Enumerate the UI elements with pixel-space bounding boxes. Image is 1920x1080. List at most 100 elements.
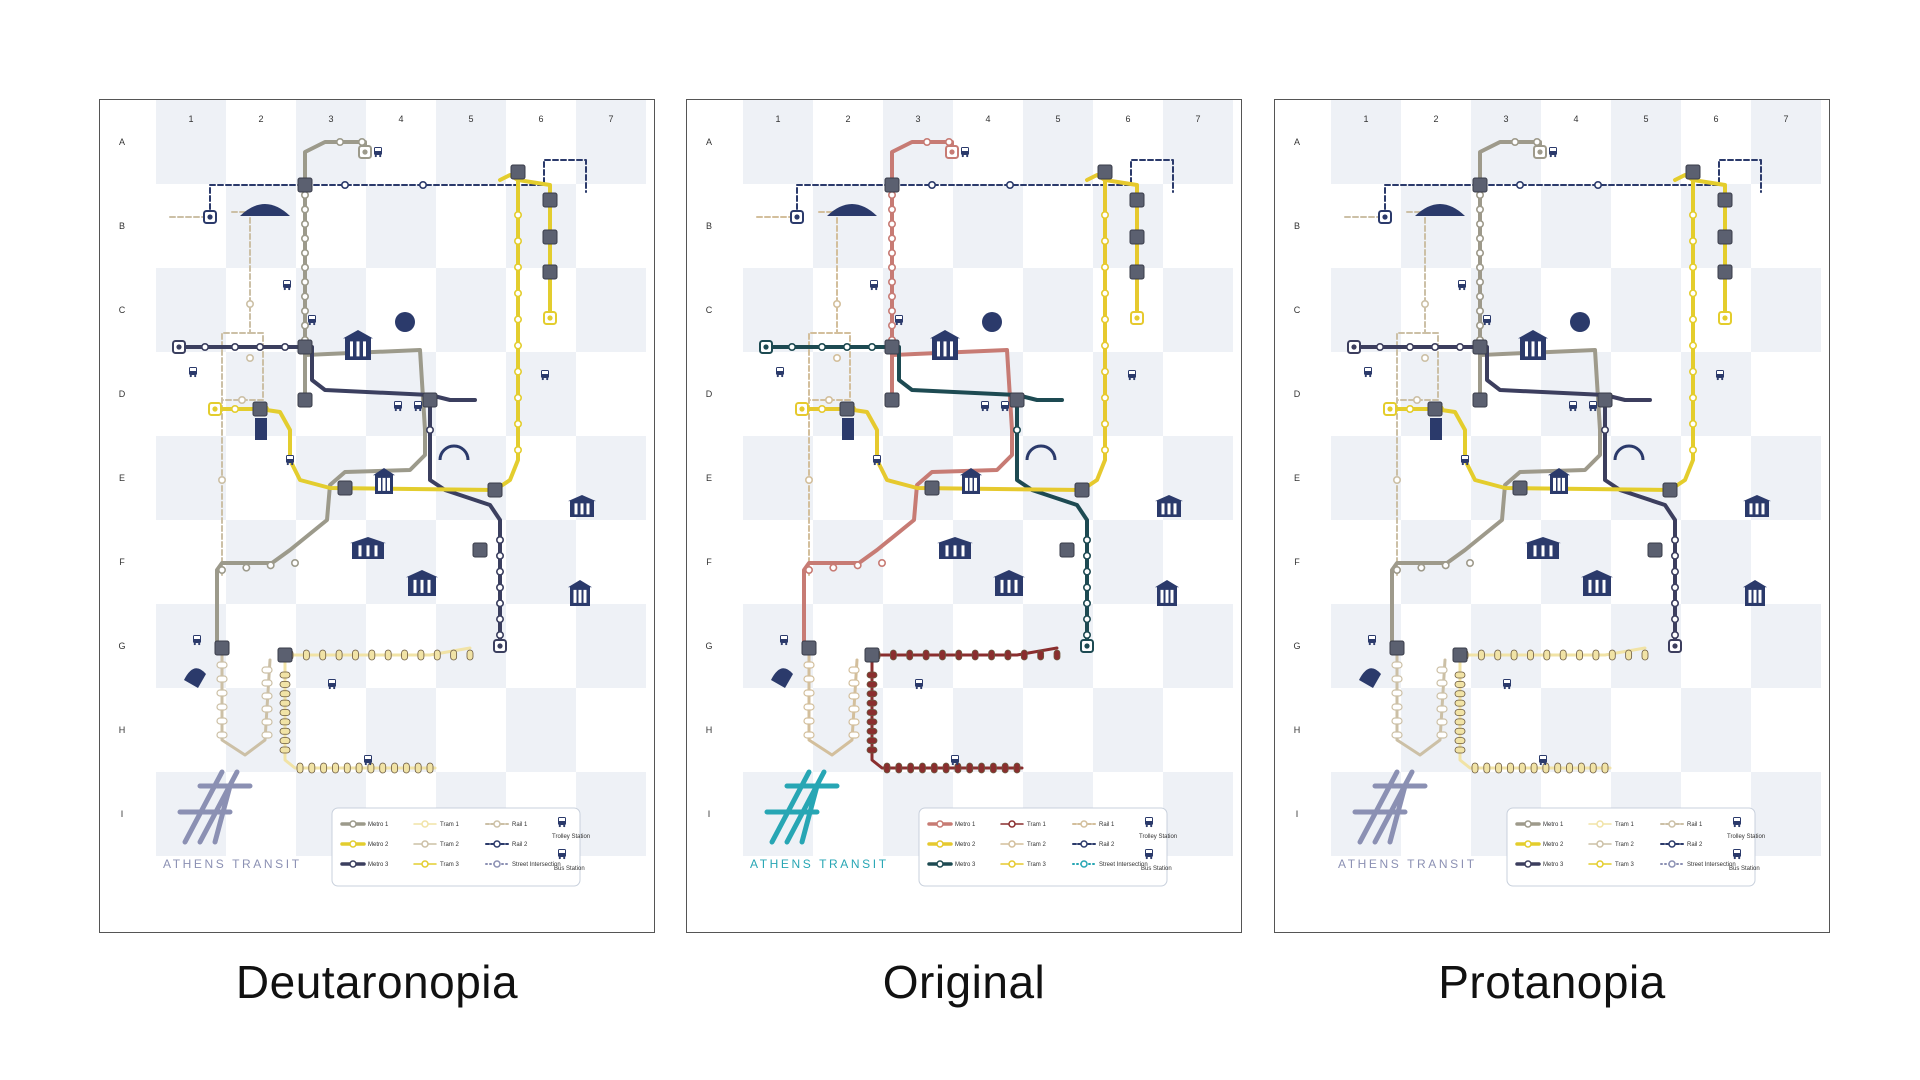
rail1-legend-label: Rail 1	[512, 822, 528, 828]
rail1-station	[1421, 300, 1430, 309]
trolley-legend-icon	[1733, 817, 1741, 828]
tram1-line	[283, 646, 472, 657]
tram1-stop	[866, 727, 878, 735]
tram1-stop	[1559, 649, 1567, 661]
church-icon	[1548, 468, 1570, 494]
bus-wheel	[399, 408, 402, 412]
tram1-stop	[1510, 649, 1518, 661]
row-header: D	[1294, 389, 1301, 399]
metro1-station	[301, 321, 310, 330]
metro1-legend-label: Metro 1	[1543, 822, 1564, 828]
metro3-station	[1082, 583, 1091, 592]
tram1-stop	[319, 649, 327, 661]
tram1-stop	[889, 649, 897, 661]
bus-window	[190, 368, 196, 371]
bus-window	[1369, 636, 1375, 639]
bus-window	[1146, 818, 1152, 821]
tram2-swatch-dot	[1008, 840, 1016, 848]
landmark-column	[1160, 589, 1164, 603]
tram1-stop	[1454, 727, 1466, 735]
grid-cell	[296, 604, 366, 688]
bus-wheel	[1461, 462, 1464, 466]
bus-station-icon	[414, 401, 422, 412]
tram1-stop	[368, 649, 376, 661]
landmark-roof	[350, 537, 386, 544]
column-header: 1	[1363, 114, 1368, 124]
tram1-stop	[1037, 649, 1045, 661]
bus-station-icon	[1503, 679, 1511, 690]
metro3-station	[868, 343, 877, 352]
metro2-station	[1688, 341, 1697, 350]
rail1-station	[246, 300, 255, 309]
metro3-station	[843, 343, 852, 352]
tram1-stop	[978, 762, 985, 774]
landmark-roof	[993, 570, 1025, 578]
landmark-roof	[1743, 580, 1767, 588]
metro1-legend-label: Metro 1	[368, 822, 389, 828]
rail2-line	[209, 159, 587, 218]
tram1-stop	[866, 709, 878, 716]
bus-wheel	[1569, 408, 1572, 412]
metro3-legend-label: Metro 3	[1543, 862, 1564, 868]
metro3-station	[1670, 567, 1679, 576]
bus-wheel	[1463, 287, 1466, 291]
tram1-legend-label: Tram 1	[1027, 822, 1046, 828]
grid-cell	[436, 436, 506, 520]
metro1-swatch-dot	[936, 820, 944, 828]
bus-wheel	[313, 322, 316, 326]
interchange-station	[1129, 192, 1145, 208]
tram3-stop	[216, 661, 228, 669]
landmark-roof	[960, 468, 982, 476]
grid-cell	[1751, 100, 1821, 184]
tram1-stop	[866, 690, 878, 698]
interchange-station	[1472, 392, 1488, 408]
tram1-stop	[414, 762, 422, 774]
tram1-stop	[1483, 762, 1491, 774]
column-header: 3	[1503, 114, 1508, 124]
tram1-stop	[279, 671, 291, 679]
grid-cell	[1751, 772, 1821, 856]
landmark-roof	[1155, 580, 1179, 588]
bus-wheel	[966, 154, 969, 158]
tram3-stop	[848, 666, 860, 674]
interchange-station	[924, 480, 940, 496]
tram1-stop	[954, 762, 962, 774]
tram3-stop	[1391, 689, 1403, 697]
rail1-station	[825, 395, 834, 404]
grid-cell	[1093, 688, 1163, 772]
grid-cell	[1541, 184, 1611, 268]
bus-station-icon	[981, 401, 989, 412]
interchange-station	[1009, 392, 1025, 408]
market-icon	[568, 495, 596, 517]
metro3-swatch-dot	[349, 860, 357, 868]
landmark-roof	[1155, 495, 1183, 502]
row-header: I	[1296, 809, 1299, 819]
grid-cell	[1471, 604, 1541, 688]
landmark-column	[1755, 503, 1759, 515]
metro2-station	[1100, 393, 1109, 402]
tram1-stop	[866, 737, 878, 745]
caption-protanopia: Protanopia	[1438, 956, 1666, 1008]
metro2-station	[1688, 445, 1697, 454]
metro3-legend-label: Metro 3	[955, 862, 976, 868]
bus-wheel	[920, 686, 923, 690]
parthenon-icon	[1518, 330, 1548, 360]
tram1-stop	[279, 718, 291, 726]
tram3-swatch-dot	[1008, 860, 1016, 868]
bus-wheel	[328, 686, 331, 690]
metro1-line	[802, 348, 1014, 647]
tram1-stop	[279, 699, 291, 707]
landmark-column	[969, 477, 973, 491]
metro3-station	[818, 343, 827, 352]
interchange-station	[214, 640, 230, 656]
tram1-stop	[279, 680, 291, 688]
tram3-stop	[261, 692, 273, 700]
grid-cell	[1023, 100, 1093, 184]
metro2-station	[1688, 367, 1697, 376]
tram1-stop	[391, 762, 398, 774]
brand-name: ATHENS TRANSIT	[750, 857, 889, 871]
landmark-column	[965, 477, 968, 491]
bus-window	[284, 281, 290, 284]
row-header: B	[706, 221, 712, 231]
metro3-station	[1082, 551, 1091, 560]
